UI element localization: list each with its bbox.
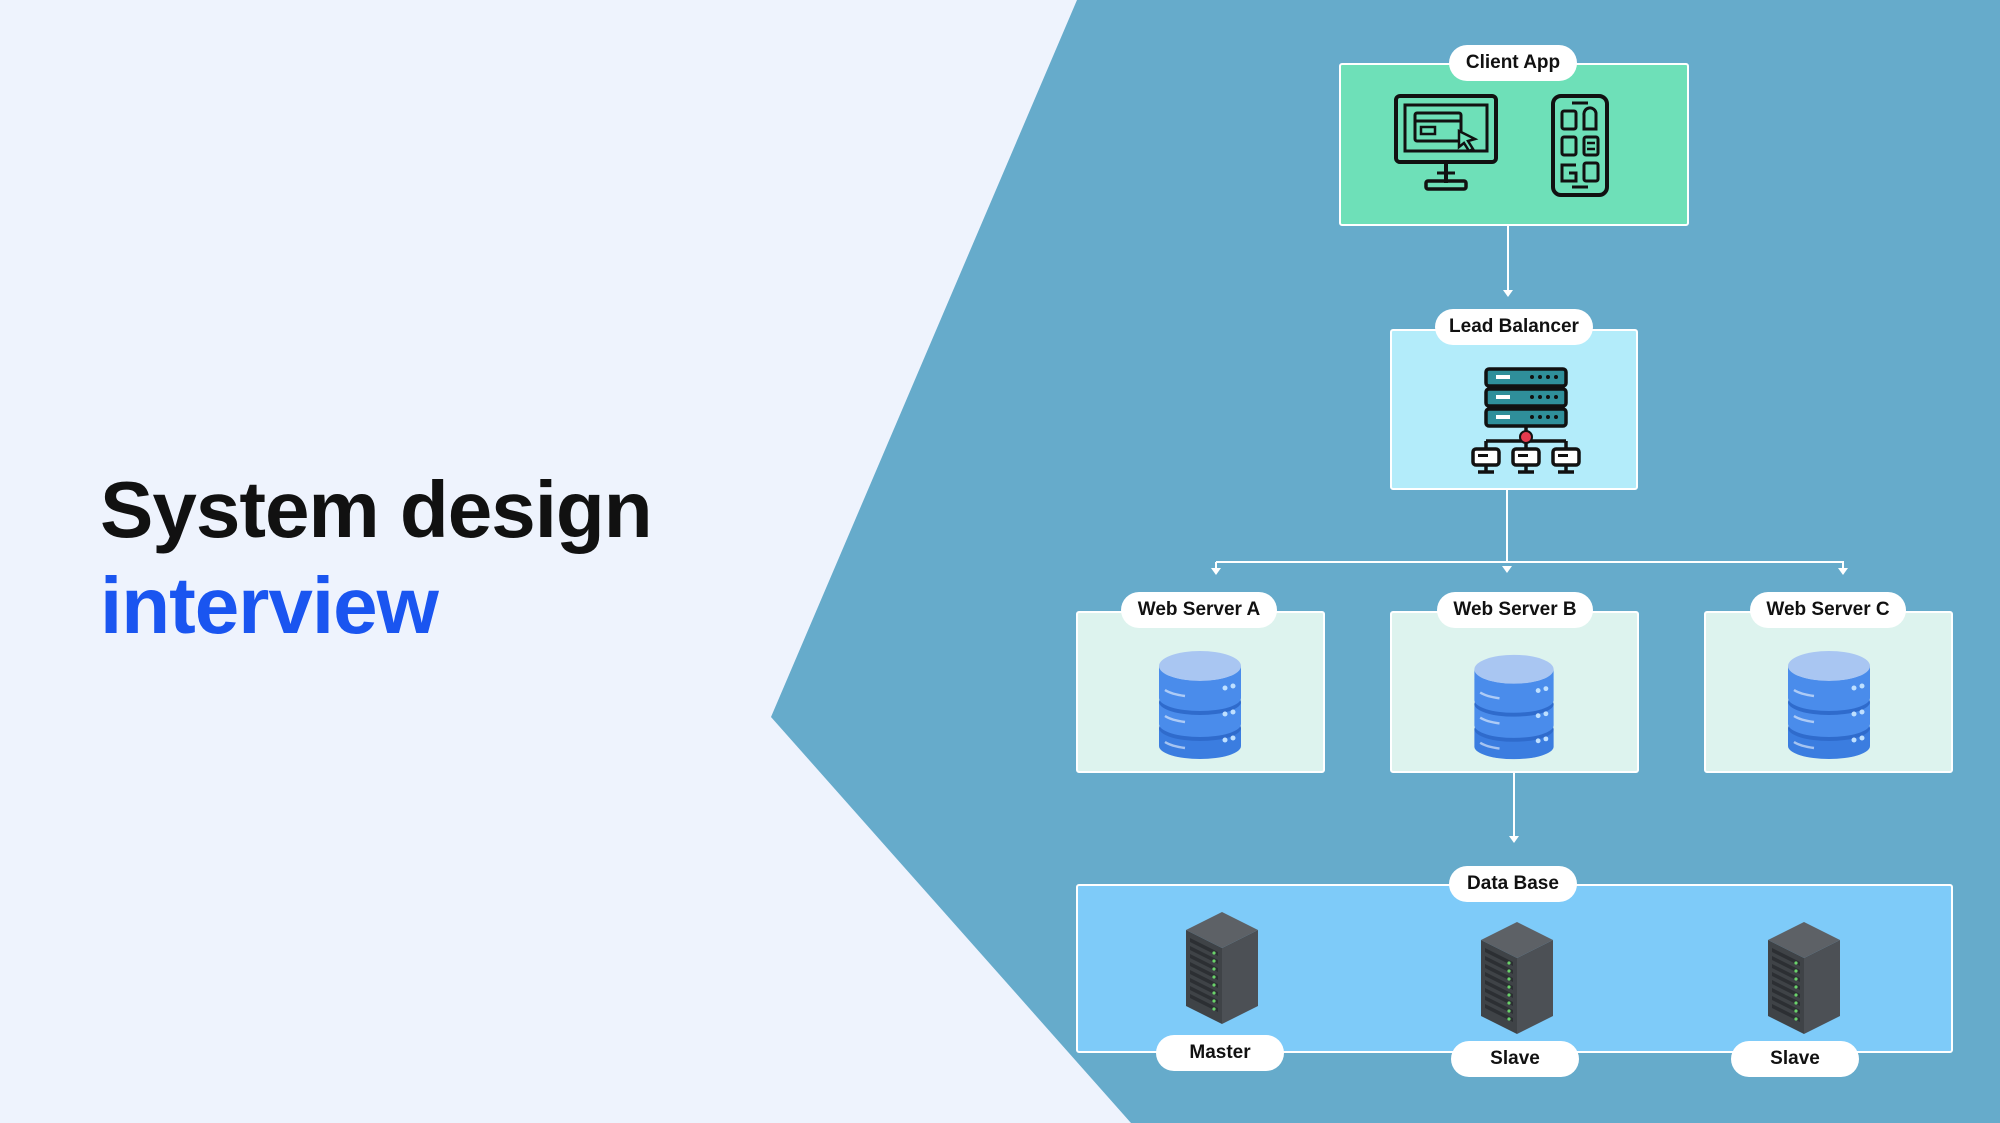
web-server-c-label: Web Server C bbox=[1750, 592, 1906, 628]
headline-line2: interview bbox=[100, 561, 439, 650]
database-stack-icon bbox=[1159, 651, 1241, 759]
client-app-label: Client App bbox=[1449, 45, 1577, 81]
load-balancer-network-icon bbox=[1471, 367, 1581, 474]
slave-1-label: Slave bbox=[1451, 1041, 1579, 1077]
database-stack-icon bbox=[1788, 651, 1870, 759]
web-server-b-label: Web Server B bbox=[1437, 592, 1593, 628]
server-tower-icon bbox=[1186, 912, 1258, 1024]
headline: System design interview bbox=[100, 462, 653, 654]
web-server-a-label: Web Server A bbox=[1121, 592, 1277, 628]
smartphone-icon bbox=[1551, 94, 1609, 197]
slave-2-label: Slave bbox=[1731, 1041, 1859, 1077]
desktop-monitor-icon bbox=[1394, 94, 1498, 191]
load-balancer-label: Lead Balancer bbox=[1435, 309, 1593, 345]
server-tower-icon bbox=[1768, 922, 1840, 1034]
headline-line1: System design bbox=[100, 465, 653, 554]
database-stack-icon bbox=[1474, 654, 1554, 760]
database-label: Data Base bbox=[1449, 866, 1577, 902]
client-app-node bbox=[1339, 63, 1689, 226]
server-tower-icon bbox=[1481, 922, 1553, 1034]
master-label: Master bbox=[1156, 1035, 1284, 1071]
